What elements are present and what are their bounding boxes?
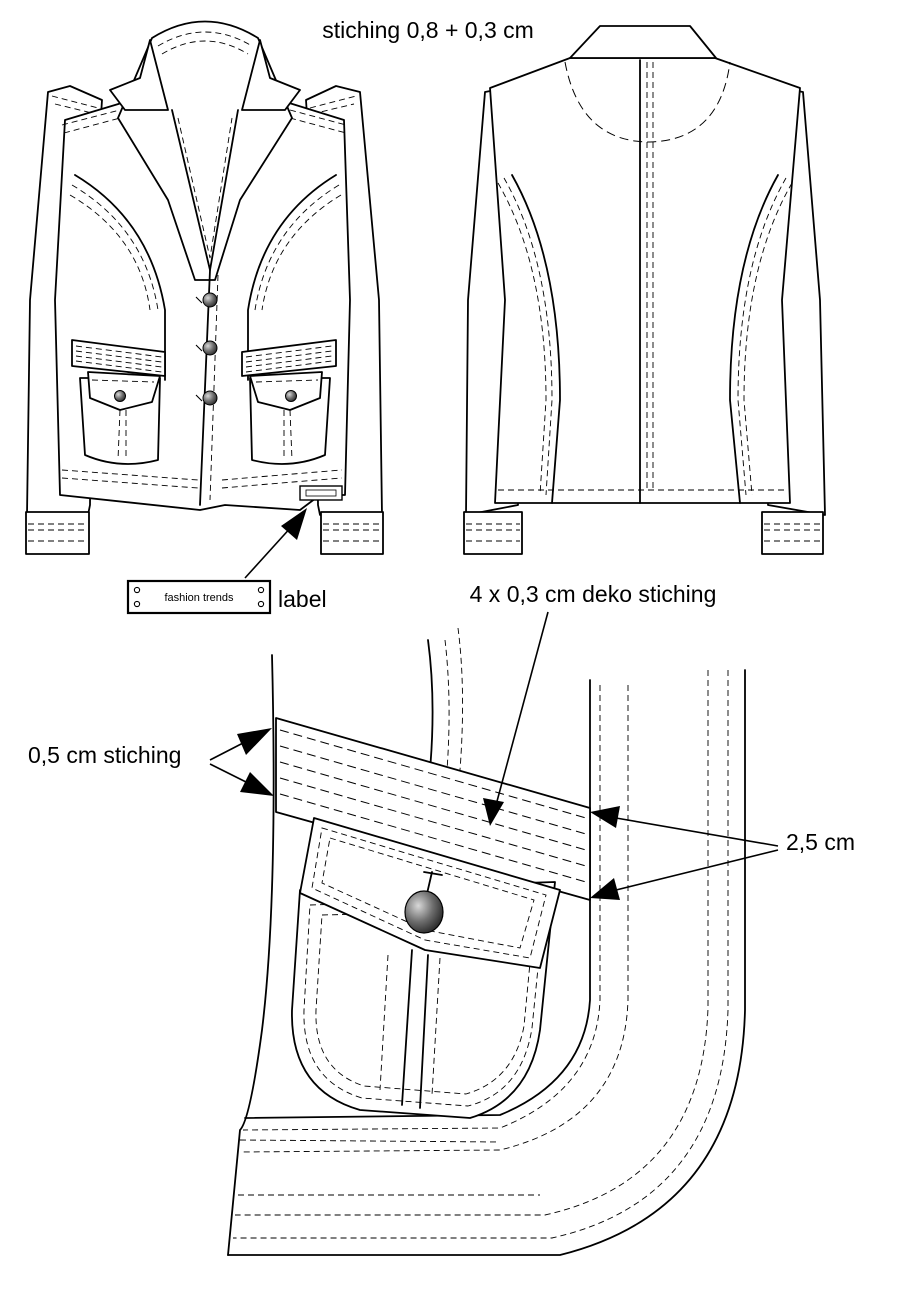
detail-button bbox=[404, 890, 444, 934]
front-pocket-button-left bbox=[114, 390, 126, 402]
jacket-front-view bbox=[25, 20, 384, 555]
front-left-cuff bbox=[25, 511, 90, 555]
detail-waistband bbox=[275, 717, 591, 901]
triangle-arrow-icon bbox=[240, 772, 274, 796]
front-pocket-button-right bbox=[285, 390, 297, 402]
front-button-2 bbox=[202, 340, 218, 356]
deko-stitching-label: 4 x 0,3 cm deko stiching bbox=[470, 581, 717, 607]
detail-annotations: 4 x 0,3 cm deko stiching 0,5 cm stiching… bbox=[28, 581, 855, 900]
triangle-arrow-icon bbox=[237, 728, 272, 755]
front-button-3 bbox=[202, 390, 218, 406]
front-hem-label bbox=[299, 485, 343, 501]
label-word: label bbox=[278, 586, 327, 612]
label-badge-text: fashion trends bbox=[164, 592, 234, 604]
triangle-arrow-icon bbox=[281, 508, 307, 540]
half-cm-stitching-label: 0,5 cm stiching bbox=[28, 742, 181, 768]
triangle-arrow-icon bbox=[483, 798, 504, 826]
triangle-arrow-icon bbox=[590, 878, 620, 900]
pocket-detail-view bbox=[227, 627, 746, 1256]
back-right-cuff bbox=[761, 511, 824, 555]
front-button-1 bbox=[202, 292, 218, 308]
back-left-cuff bbox=[463, 511, 523, 555]
jacket-back-view bbox=[463, 25, 826, 555]
band-width-label: 2,5 cm bbox=[786, 829, 855, 855]
fashion-trends-label bbox=[126, 579, 272, 615]
back-body bbox=[489, 57, 801, 504]
front-left-waistband bbox=[71, 339, 166, 377]
label-callout: fashion trends label bbox=[126, 508, 327, 615]
triangle-arrow-icon bbox=[590, 806, 620, 828]
back-collar bbox=[569, 25, 717, 59]
front-right-cuff bbox=[320, 511, 384, 555]
front-right-waistband bbox=[241, 339, 337, 377]
stitching-heading: stiching 0,8 + 0,3 cm bbox=[322, 17, 534, 43]
